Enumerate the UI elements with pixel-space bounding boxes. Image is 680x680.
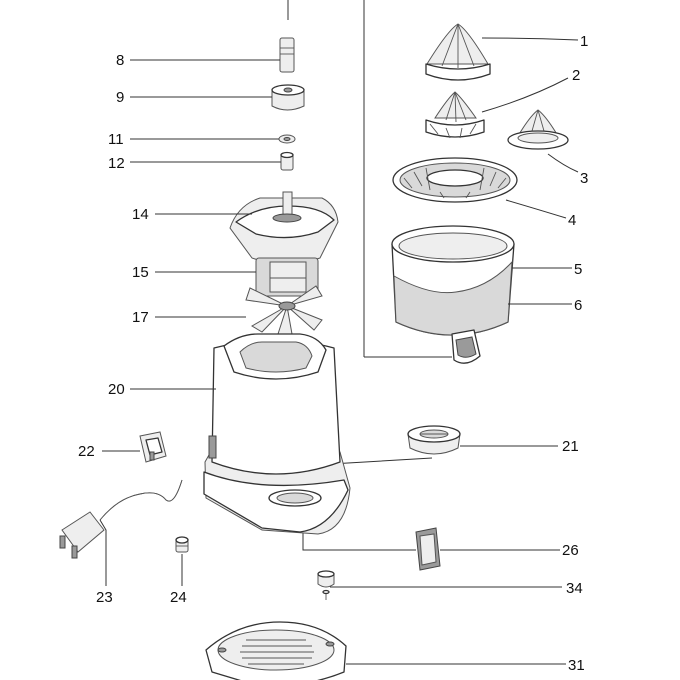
- callout-9: 9: [116, 89, 124, 106]
- part-11-washer: [278, 134, 296, 144]
- callout-11: 11: [108, 131, 124, 148]
- leader-lines: [99, 37, 579, 665]
- part-23-power-cord: [59, 479, 183, 559]
- callout-23: 23: [96, 589, 113, 606]
- callout-8: 8: [116, 52, 124, 69]
- part-17-fan: [245, 285, 323, 335]
- part-1-large-reamer: [425, 23, 491, 81]
- part-24-screw: [175, 536, 189, 553]
- callout-6: 6: [574, 297, 582, 314]
- part-12-bushing: [280, 151, 294, 171]
- part-34-foot: [317, 570, 335, 600]
- callout-24: 24: [170, 589, 187, 606]
- callout-17: 17: [132, 309, 149, 326]
- part-14-strainer: [229, 191, 339, 265]
- part-4-filter-disc: [392, 157, 518, 203]
- part-21-coupling: [407, 425, 461, 455]
- part-5-6-juice-bowl: [391, 225, 515, 364]
- callout-20: 20: [108, 381, 125, 398]
- part-22-switch: [139, 431, 167, 463]
- callout-34: 34: [566, 580, 583, 597]
- callout-2: 2: [572, 67, 580, 84]
- callout-21: 21: [562, 438, 579, 455]
- callout-5: 5: [574, 261, 582, 278]
- callout-26: 26: [562, 542, 579, 559]
- callout-1: 1: [580, 33, 588, 50]
- callout-15: 15: [132, 264, 149, 281]
- callout-31: 31: [568, 657, 585, 674]
- callout-14: 14: [132, 206, 149, 223]
- part-26-capacitor: [415, 527, 441, 571]
- callout-12: 12: [108, 155, 125, 172]
- callout-3: 3: [580, 170, 588, 187]
- part-15-rotor: [255, 257, 319, 297]
- callout-22: 22: [78, 443, 95, 460]
- part-3-tiny-reamer: [507, 109, 569, 150]
- part-20-motor-base: [203, 333, 351, 535]
- callout-labels: 1 2 3 4 5 6 8 9 11 12 14 15 17 20 21 22 …: [78, 33, 588, 674]
- callout-4: 4: [568, 212, 576, 229]
- part-8-shaft-pin: [279, 37, 295, 73]
- part-9-cap-nut: [271, 84, 305, 111]
- part-2-small-reamer: [425, 91, 485, 139]
- part-31-bottom-cover: [205, 621, 347, 680]
